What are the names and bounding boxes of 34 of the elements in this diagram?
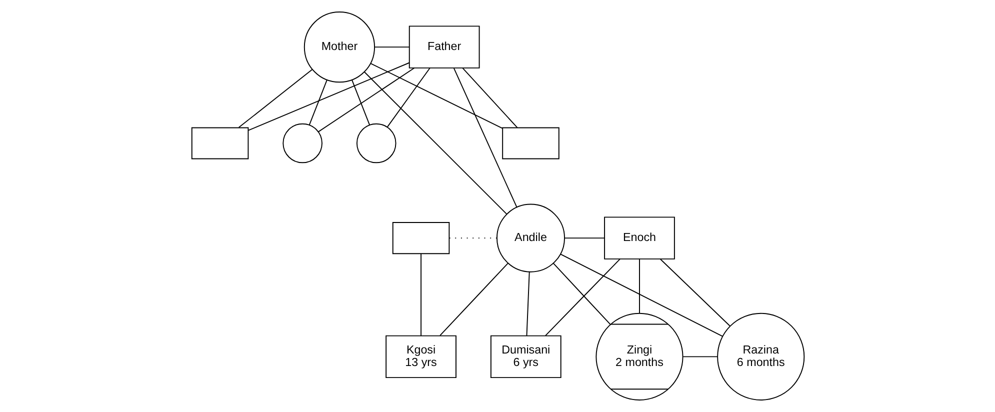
connector	[564, 238, 604, 239]
connector	[318, 68, 414, 132]
connector	[638, 258, 640, 314]
node-circle: Zingi 2 months	[595, 312, 683, 400]
connector	[544, 258, 620, 336]
connector	[659, 258, 730, 326]
node-box: Enoch	[604, 216, 674, 260]
connector	[247, 62, 410, 131]
node-box	[392, 222, 450, 254]
connector	[308, 79, 327, 126]
node-circle: Andile	[496, 204, 565, 272]
connector	[363, 72, 507, 215]
node-circle: Razina 6 months	[716, 312, 804, 400]
connector	[374, 46, 410, 48]
node-box	[502, 127, 559, 160]
node-box	[190, 127, 248, 160]
connector	[682, 356, 718, 358]
connector	[559, 254, 723, 337]
node-box: Dumisani 6 yrs	[490, 335, 561, 378]
node-circle: Mother	[303, 12, 375, 83]
connector	[462, 68, 518, 128]
connector	[238, 68, 312, 128]
node-box: Kgosi 13 yrs	[385, 335, 456, 378]
connector	[386, 68, 430, 128]
connector	[420, 253, 422, 336]
connector	[526, 271, 530, 336]
connector	[370, 62, 502, 129]
connector	[439, 262, 508, 336]
node-circle	[356, 123, 396, 164]
connector	[452, 68, 517, 208]
node-box: Father	[408, 26, 480, 68]
connector	[552, 262, 610, 325]
node-circle	[282, 123, 322, 164]
connector	[350, 79, 370, 126]
